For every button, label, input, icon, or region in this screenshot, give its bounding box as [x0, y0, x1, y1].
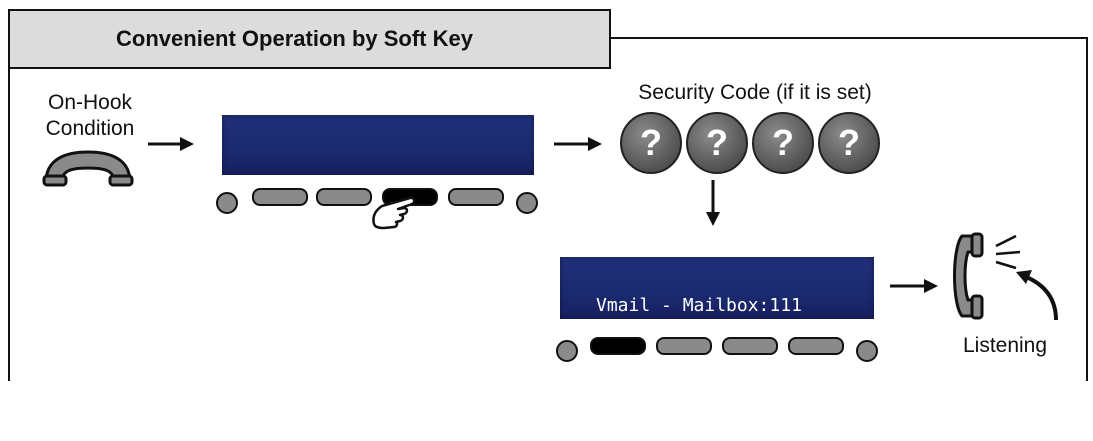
- listening-label: Listening: [962, 334, 1048, 357]
- arrow-down-icon: [706, 180, 720, 226]
- diagram-title: Convenient Operation by Soft Key: [116, 26, 473, 51]
- arrow-icon-to-listening: [890, 279, 938, 293]
- diagram-frame: [8, 37, 1088, 381]
- softkey-right-round[interactable]: [516, 192, 538, 214]
- security-digit-button-2[interactable]: ?: [686, 112, 748, 174]
- on-hook-label-line1: On-Hook: [47, 91, 133, 114]
- softkey-1[interactable]: [252, 188, 308, 206]
- lcd-display-main: 111 Menu Dir VM:03 CL:00: [222, 115, 534, 247]
- softkey-4[interactable]: [448, 188, 504, 206]
- softkey2-left-round[interactable]: [556, 340, 578, 362]
- lcd-display-voicemail: Vmail - Mailbox:111 Msgs New: 3 Arch: 0 …: [560, 257, 874, 423]
- finger-press-icon: [372, 196, 416, 230]
- softkey-2[interactable]: [316, 188, 372, 206]
- softkey2-right-round[interactable]: [856, 340, 878, 362]
- arrow-icon-to-security: [554, 137, 602, 151]
- security-digit-button-4[interactable]: ?: [818, 112, 880, 174]
- softkey-left-round[interactable]: [216, 192, 238, 214]
- softkey2-3[interactable]: [722, 337, 778, 355]
- title-tab: Convenient Operation by Soft Key: [8, 9, 611, 69]
- security-code-label: Security Code (if it is set): [638, 81, 872, 104]
- phone-listening-icon: [953, 232, 1058, 321]
- lcd-vmail-line2: Msgs New: 3 Arch: 0: [596, 349, 824, 370]
- softkey2-1-lstn-pressed[interactable]: [590, 337, 646, 355]
- security-digit-button-1[interactable]: ?: [620, 112, 682, 174]
- on-hook-label: On-Hook Condition: [30, 90, 150, 142]
- softkey2-4[interactable]: [788, 337, 844, 355]
- phone-handset-icon: [42, 150, 134, 187]
- lcd-vmail-line1: Vmail - Mailbox:111: [596, 295, 802, 316]
- arrow-icon: [148, 137, 194, 151]
- on-hook-label-line2: Condition: [45, 117, 135, 140]
- lcd-vmail-line3: Lstn Greet LvMsg More>: [592, 403, 853, 424]
- softkey2-2[interactable]: [656, 337, 712, 355]
- security-digit-button-3[interactable]: ?: [752, 112, 814, 174]
- lcd-main-line2: Menu Dir VM:03 CL:00: [250, 227, 532, 248]
